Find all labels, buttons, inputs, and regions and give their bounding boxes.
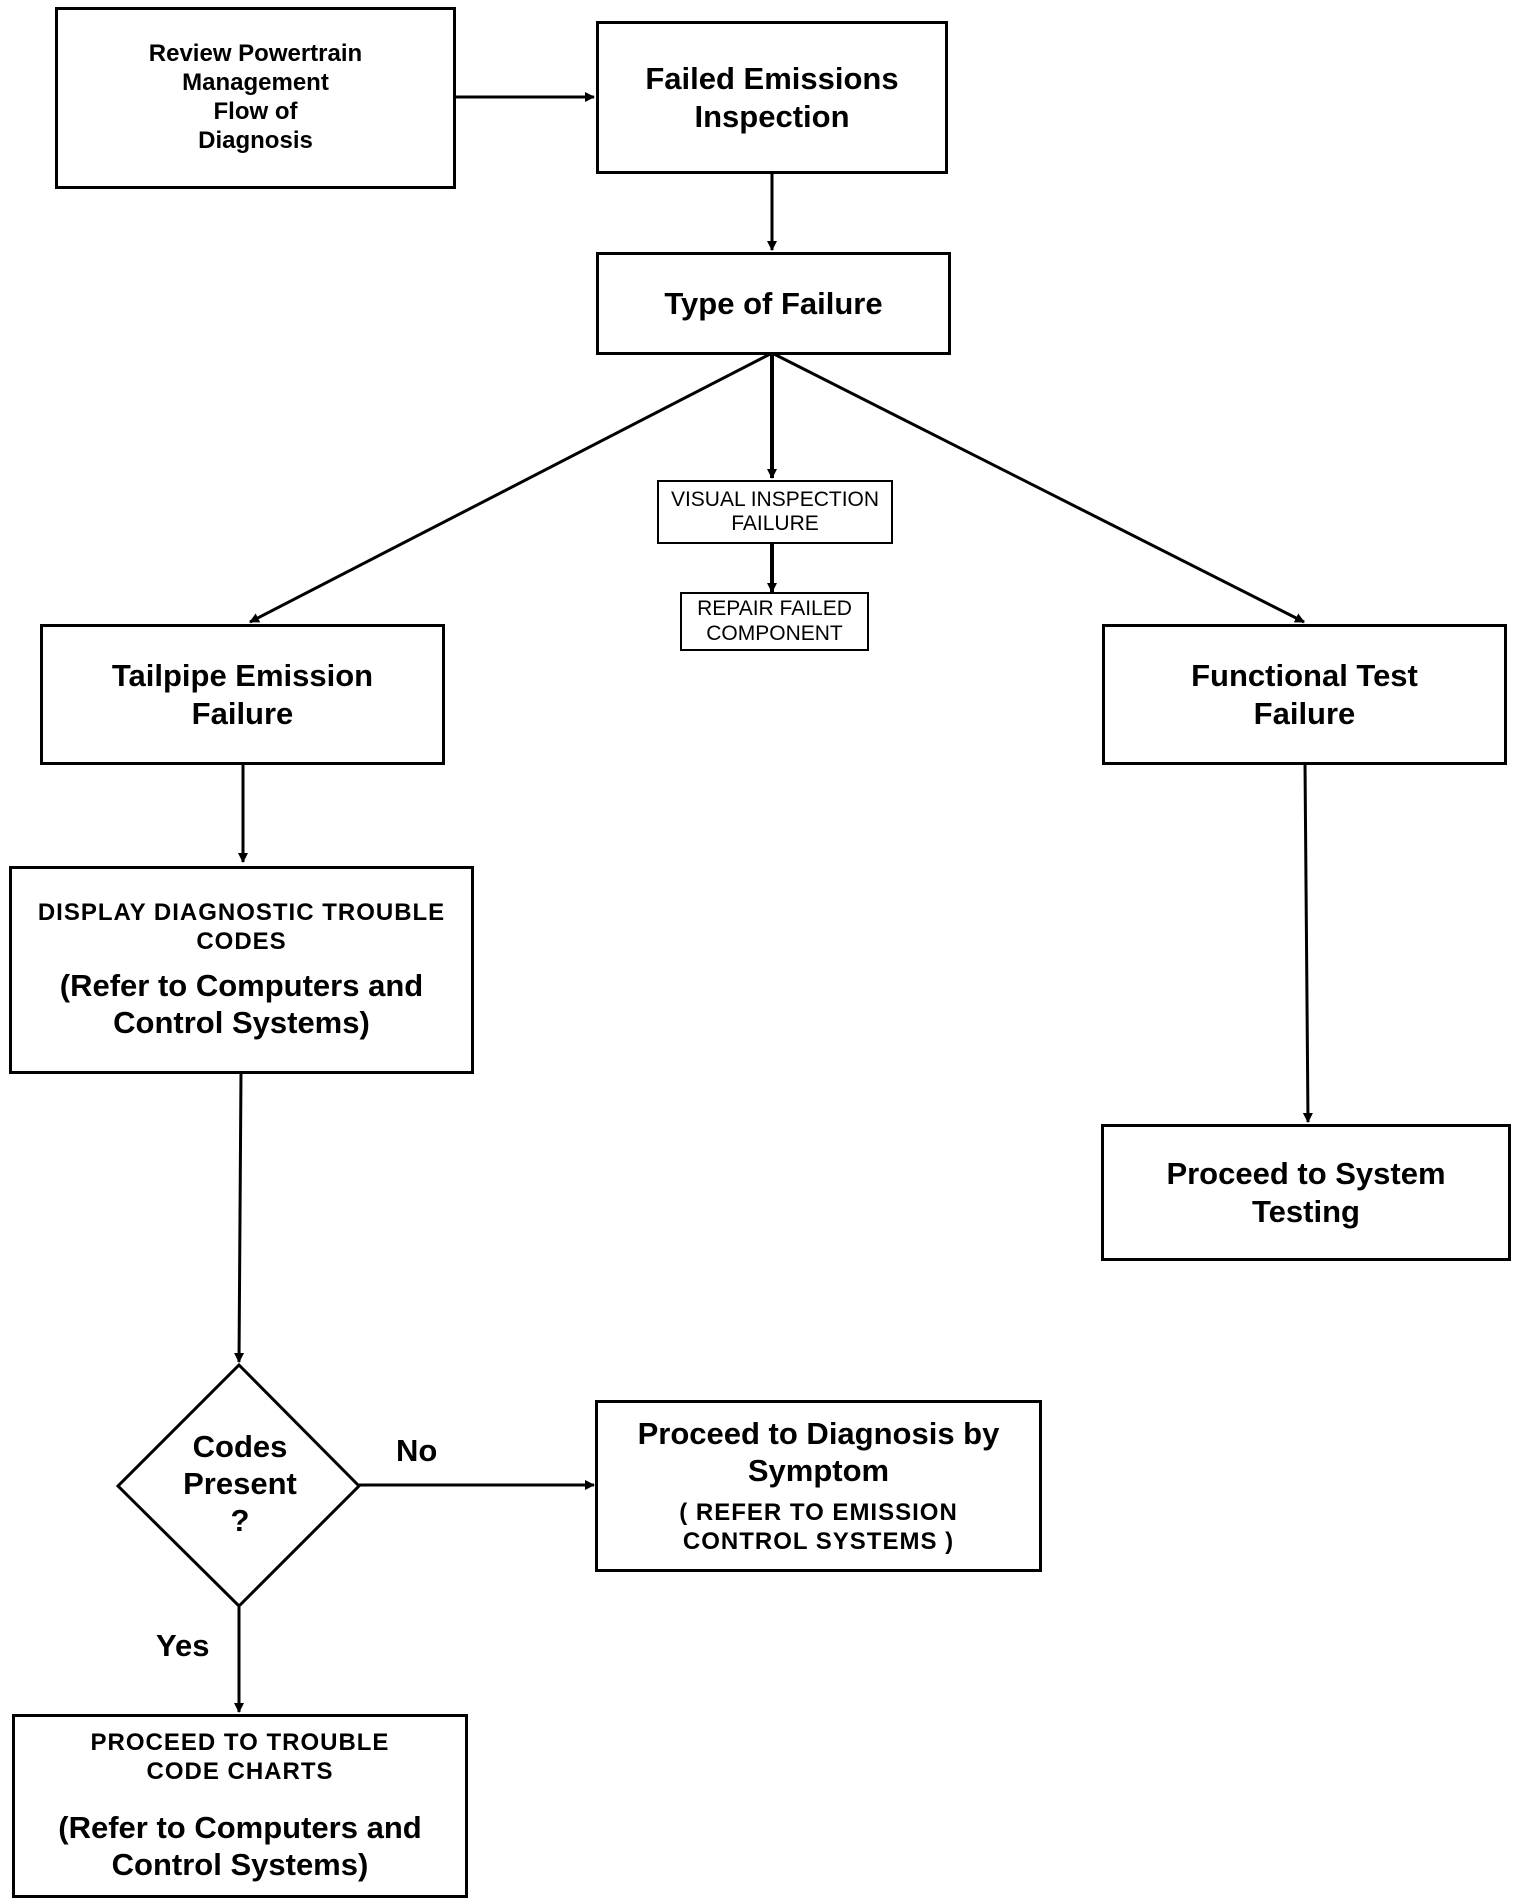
functional-test-box: Functional Test Failure	[1102, 624, 1507, 765]
display-codes-reference: (Refer to Computers and Control Systems)	[59, 967, 424, 1040]
repair-failed-box: REPAIR FAILED COMPONENT	[680, 592, 869, 651]
trouble-code-charts-title: PROCEED TO TROUBLE CODE CHARTS	[90, 1729, 390, 1785]
proceed-system-testing-box: Proceed to System Testing	[1101, 1124, 1511, 1261]
arrow-functional-to-system	[1302, 762, 1313, 1123]
arrow-type-to-tailpipe	[249, 351, 773, 624]
type-of-failure-box: Type of Failure	[596, 252, 951, 355]
decision-codes-present: Codes Present ?	[183, 1429, 297, 1539]
review-flow-box: Review Powertrain Management Flow of Dia…	[55, 7, 456, 189]
decision-diamond	[115, 1362, 362, 1609]
tailpipe-emission-box: Tailpipe Emission Failure	[40, 624, 445, 765]
arrow-type-to-functional	[771, 351, 1305, 624]
display-codes-title: DISPLAY DIAGNOSTIC TROUBLE CODES	[37, 899, 446, 955]
diagnosis-by-symptom-box: Proceed to Diagnosis by Symptom ( REFER …	[595, 1400, 1042, 1572]
diagnosis-by-symptom-title: Proceed to Diagnosis by Symptom	[637, 1416, 1000, 1489]
edge-label-no: No	[396, 1433, 438, 1468]
trouble-code-charts-box: PROCEED TO TROUBLE CODE CHARTS (Refer to…	[12, 1714, 468, 1898]
arrow-display-to-decision	[234, 1071, 245, 1363]
visual-inspection-box: VISUAL INSPECTION FAILURE	[657, 480, 893, 544]
failed-emissions-box: Failed Emissions Inspection	[596, 21, 948, 174]
display-codes-box: DISPLAY DIAGNOSTIC TROUBLE CODES (Refer …	[9, 866, 474, 1074]
edge-label-yes: Yes	[156, 1628, 210, 1663]
trouble-code-charts-reference: (Refer to Computers and Control Systems)	[58, 1809, 422, 1882]
diagnosis-by-symptom-reference: ( REFER TO EMISSION CONTROL SYSTEMS )	[679, 1499, 958, 1556]
